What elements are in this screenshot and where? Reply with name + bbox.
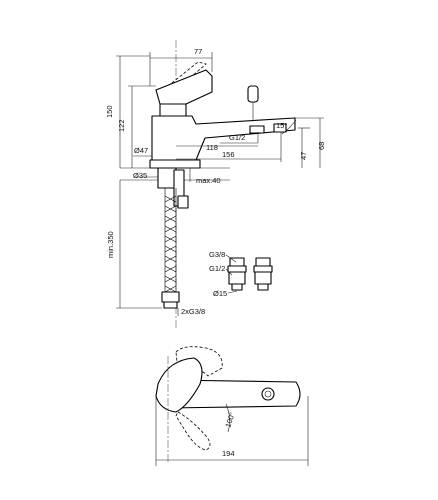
dim-diameter-35: Ø35 [133, 171, 147, 180]
dim-max-40: max.40 [196, 176, 221, 185]
dim-diameter-47: Ø47 [134, 146, 148, 155]
dim-connector-g12: G1/2 [209, 264, 225, 273]
flex-hose [161, 188, 180, 309]
dim-150: 150 [105, 105, 114, 118]
dim-118: 118 [206, 143, 218, 152]
connector-right [253, 257, 273, 291]
dim-194: 194 [222, 449, 235, 458]
dim-68: 68 [317, 142, 326, 150]
dim-min-350: min.350 [106, 231, 115, 258]
dim-connector-g38: G3/8 [209, 250, 225, 259]
dim-connector-d15: Ø15 [213, 289, 227, 298]
dim-outlet-thread: G1/2 [229, 133, 245, 142]
dim-47: 47 [299, 152, 308, 160]
dim-angle-100: 100° [223, 411, 236, 429]
side-elevation: 77 150 122 Ø47 G1/2 15° 47 68 118 156 [105, 40, 326, 330]
plan-view: 100° 194 [155, 346, 309, 466]
dim-122: 122 [117, 119, 126, 132]
mounting-shank [157, 167, 189, 209]
dim-156: 156 [222, 150, 235, 159]
lever-handle [155, 61, 213, 117]
connector-left [227, 257, 247, 291]
tap-body [149, 85, 296, 169]
connector-detail: G3/8 G1/2 Ø15 [209, 250, 273, 298]
dim-outlet-angle: 15° [276, 121, 287, 130]
dim-2x-g38: 2xG3/8 [181, 307, 205, 316]
dim-77: 77 [194, 47, 202, 56]
